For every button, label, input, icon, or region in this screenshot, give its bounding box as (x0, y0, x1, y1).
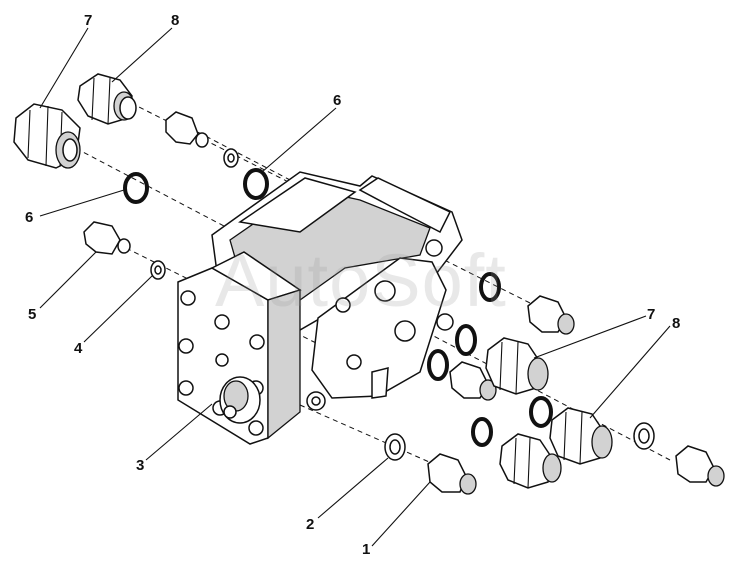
fitting-right-small-a (527, 295, 575, 335)
fitting-part-7-right (485, 337, 549, 395)
callout-8-left: 8 (171, 12, 180, 29)
callout-1: 1 (362, 541, 371, 558)
callout-7-right: 7 (647, 306, 656, 323)
callout-6-left: 6 (25, 209, 34, 226)
fitting-far-right (675, 445, 725, 487)
fitting-part-7-left (13, 103, 81, 169)
callout-8-right: 8 (672, 315, 681, 332)
callout-2: 2 (306, 516, 315, 533)
valve-body-part-3 (177, 171, 463, 445)
sealing-rings (123, 168, 553, 447)
fitting-right-small-b (449, 361, 497, 401)
washers (150, 148, 655, 461)
callout-3: 3 (136, 457, 145, 474)
callout-6-top: 6 (333, 92, 342, 109)
fitting-part-5 (83, 221, 131, 255)
leader-lines (39, 27, 671, 547)
watermark: AutoSoft (215, 239, 507, 322)
small-fitting-upper (165, 111, 209, 148)
fitting-part-1 (427, 453, 477, 495)
callout-7-left: 7 (84, 12, 93, 29)
callout-4: 4 (74, 340, 83, 357)
fitting-part-8-left (77, 73, 137, 125)
fitting-lower-right (499, 433, 562, 489)
callout-5: 5 (28, 306, 37, 323)
fitting-part-8-right (549, 407, 613, 465)
